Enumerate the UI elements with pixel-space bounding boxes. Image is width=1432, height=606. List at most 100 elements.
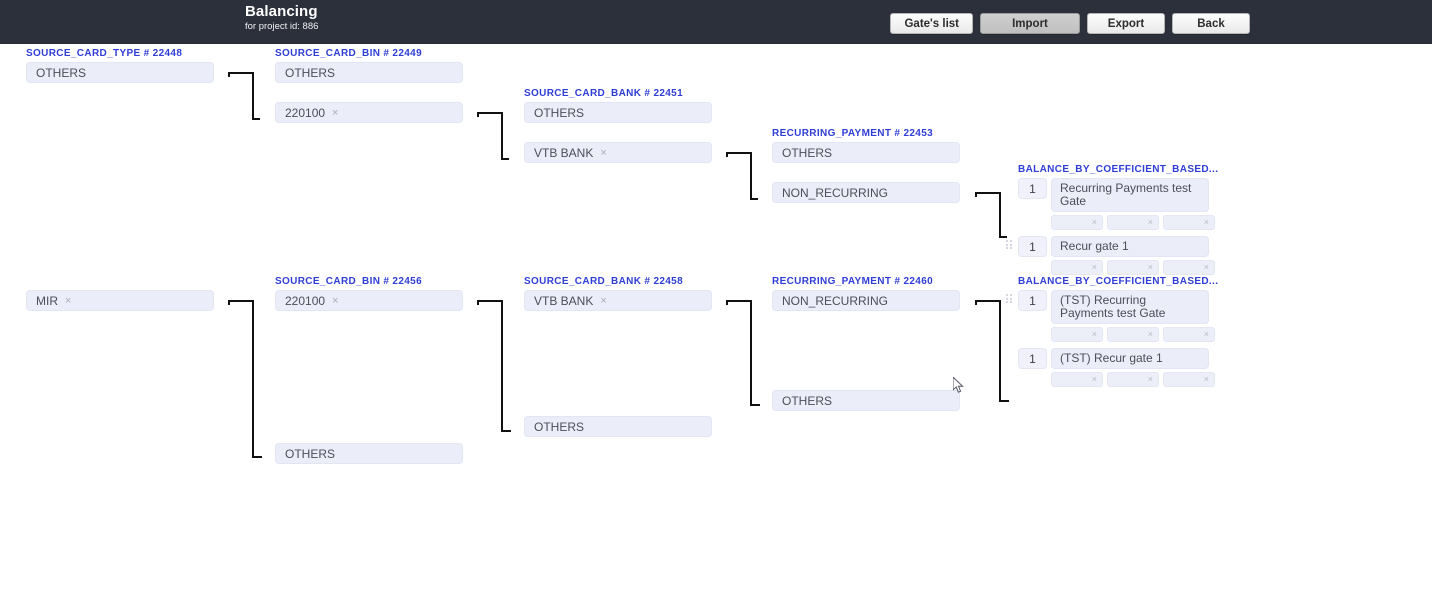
connector-bracket-b1 [228, 300, 264, 458]
page-title: Balancing [245, 3, 318, 20]
column-label-recurring-payment-22453: RECURRING_PAYMENT # 22453 [772, 128, 934, 139]
gate-subbox-row: × × × [1051, 215, 1215, 230]
chip-remove-icon[interactable]: × [600, 294, 607, 307]
connector-bracket-b3 [726, 300, 762, 406]
gate-coefficient-input[interactable]: 1 [1018, 236, 1047, 257]
gate-name-field[interactable]: (TST) Recurring Payments test Gate [1051, 290, 1209, 324]
chip-bin-22449-others[interactable]: OTHERS [275, 62, 463, 83]
chip-value: MIR [36, 293, 58, 308]
gate-coefficient-input[interactable]: 1 [1018, 178, 1047, 199]
gate-group-bottom: 1 (TST) Recurring Payments test Gate × ×… [1006, 290, 1215, 387]
chip-value: NON_RECURRING [782, 185, 889, 200]
chip-value: OTHERS [534, 105, 585, 120]
top-bar: Balancing for project id: 886 Gate's lis… [0, 0, 1432, 44]
gate-subbox[interactable]: × [1051, 372, 1103, 387]
chip-remove-icon[interactable]: × [65, 294, 72, 307]
chip-value: OTHERS [285, 446, 336, 461]
gate-subbox[interactable]: × [1163, 372, 1215, 387]
gate-row: 1 Recur gate 1 × × × [1006, 236, 1215, 275]
chip-value: VTB BANK [534, 145, 594, 160]
subbox-remove-icon[interactable]: × [1203, 329, 1209, 339]
subbox-remove-icon[interactable]: × [1091, 262, 1097, 272]
chip-bank-22458-others[interactable]: OTHERS [524, 416, 712, 437]
subbox-remove-icon[interactable]: × [1091, 374, 1097, 384]
chip-recurring-22460-non-recurring[interactable]: NON_RECURRING [772, 290, 960, 311]
gate-subbox[interactable]: × [1051, 215, 1103, 230]
export-button[interactable]: Export [1087, 13, 1165, 34]
chip-value: VTB BANK [534, 293, 594, 308]
column-label-balance-coefficient-bottom: BALANCE_BY_COEFFICIENT_BASED... [1018, 276, 1219, 287]
chip-bin-22449-220100[interactable]: 220100 × [275, 102, 463, 123]
back-button[interactable]: Back [1172, 13, 1250, 34]
subbox-remove-icon[interactable]: × [1203, 217, 1209, 227]
subbox-remove-icon[interactable]: × [1147, 329, 1153, 339]
column-label-source-card-bin-22456: SOURCE_CARD_BIN # 22456 [275, 276, 422, 287]
chip-value: 220100 [285, 293, 326, 308]
gate-row: 1 (TST) Recurring Payments test Gate × ×… [1006, 290, 1215, 342]
chip-bank-22458-vtb[interactable]: VTB BANK × [524, 290, 712, 311]
gate-coefficient-input[interactable]: 1 [1018, 348, 1047, 369]
chip-source-card-type-mir[interactable]: MIR × [26, 290, 214, 311]
chip-value: NON_RECURRING [782, 293, 889, 308]
gate-subbox[interactable]: × [1163, 215, 1215, 230]
chip-source-card-type-others[interactable]: OTHERS [26, 62, 214, 83]
column-label-source-card-bank-22451: SOURCE_CARD_BANK # 22451 [524, 88, 684, 99]
gate-subbox[interactable]: × [1163, 327, 1215, 342]
connector-bracket-1 [228, 72, 260, 120]
toolbar-buttons: Gate's list Import Export Back [890, 13, 1250, 34]
connector-bracket-b2 [477, 300, 513, 432]
subbox-remove-icon[interactable]: × [1091, 217, 1097, 227]
chip-remove-icon[interactable]: × [332, 294, 339, 307]
gate-subbox[interactable]: × [1107, 260, 1159, 275]
gate-row: 1 (TST) Recur gate 1 × × × [1018, 348, 1215, 387]
column-label-source-card-bank-22458: SOURCE_CARD_BANK # 22458 [524, 276, 684, 287]
subbox-remove-icon[interactable]: × [1147, 374, 1153, 384]
gate-name-field[interactable]: Recur gate 1 [1051, 236, 1209, 257]
gate-subbox[interactable]: × [1107, 372, 1159, 387]
gate-subbox[interactable]: × [1051, 327, 1103, 342]
gate-name-field[interactable]: Recurring Payments test Gate [1051, 178, 1209, 212]
chip-value: OTHERS [285, 65, 336, 80]
gate-subbox-row: × × × [1051, 372, 1215, 387]
gate-subbox[interactable]: × [1107, 327, 1159, 342]
chip-value: 220100 [285, 105, 326, 120]
subbox-remove-icon[interactable]: × [1147, 217, 1153, 227]
gate-subbox-row: × × × [1051, 260, 1215, 275]
balancing-tree-canvas: SOURCE_CARD_TYPE # 22448 OTHERS SOURCE_C… [0, 44, 1432, 606]
subbox-remove-icon[interactable]: × [1203, 262, 1209, 272]
connector-bracket-4 [975, 192, 1007, 238]
drag-handle-icon[interactable] [1006, 294, 1013, 305]
subbox-remove-icon[interactable]: × [1203, 374, 1209, 384]
column-label-source-card-bin-22449: SOURCE_CARD_BIN # 22449 [275, 48, 422, 59]
gate-subbox[interactable]: × [1107, 215, 1159, 230]
gate-group-top: 1 Recurring Payments test Gate × × × 1 R… [1006, 178, 1215, 275]
gate-subbox-row: × × × [1051, 327, 1215, 342]
subbox-remove-icon[interactable]: × [1091, 329, 1097, 339]
import-button[interactable]: Import [980, 13, 1080, 34]
gate-name-field[interactable]: (TST) Recur gate 1 [1051, 348, 1209, 369]
project-subtitle: for project id: 886 [245, 21, 319, 32]
gate-subbox[interactable]: × [1163, 260, 1215, 275]
gate-coefficient-input[interactable]: 1 [1018, 290, 1047, 311]
gates-list-button[interactable]: Gate's list [890, 13, 973, 34]
chip-value: OTHERS [782, 393, 833, 408]
chip-recurring-22460-others[interactable]: OTHERS [772, 390, 960, 411]
gate-subbox[interactable]: × [1051, 260, 1103, 275]
chip-remove-icon[interactable]: × [332, 106, 339, 119]
chip-value: OTHERS [36, 65, 87, 80]
chip-recurring-22453-non-recurring[interactable]: NON_RECURRING [772, 182, 960, 203]
chip-recurring-22453-others[interactable]: OTHERS [772, 142, 960, 163]
chip-bin-22456-220100[interactable]: 220100 × [275, 290, 463, 311]
chip-bank-22451-others[interactable]: OTHERS [524, 102, 712, 123]
drag-handle-icon[interactable] [1006, 240, 1013, 251]
subbox-remove-icon[interactable]: × [1147, 262, 1153, 272]
column-label-balance-coefficient-top: BALANCE_BY_COEFFICIENT_BASED... [1018, 164, 1219, 175]
connector-bracket-b4 [975, 300, 1011, 402]
chip-bank-22451-vtb[interactable]: VTB BANK × [524, 142, 712, 163]
app-brand: Balancing for project id: 886 [245, 4, 318, 32]
column-label-source-card-type-22448: SOURCE_CARD_TYPE # 22448 [26, 48, 183, 59]
chip-value: OTHERS [534, 419, 585, 434]
chip-bin-22456-others[interactable]: OTHERS [275, 443, 463, 464]
chip-remove-icon[interactable]: × [600, 146, 607, 159]
connector-bracket-2 [477, 112, 509, 160]
